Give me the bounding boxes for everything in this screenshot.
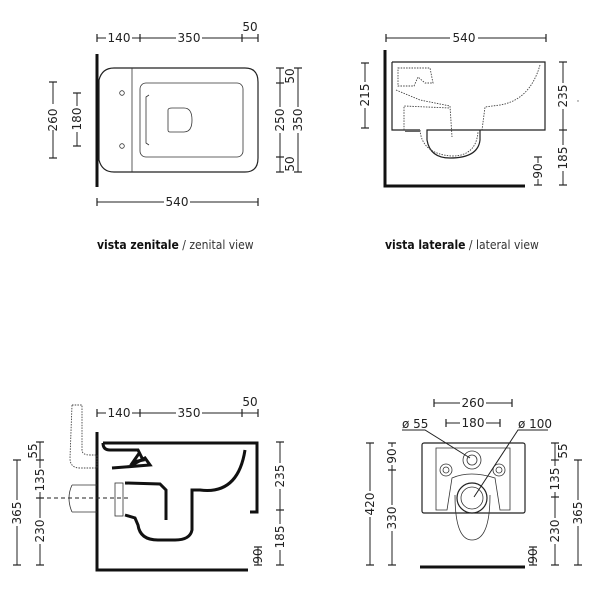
dim-label: 180 [462, 416, 485, 430]
dim-label: 180 [70, 108, 84, 131]
toilet-side-outline [392, 61, 546, 159]
dim-label: 90 [531, 163, 545, 178]
dim-label: 215 [358, 84, 372, 107]
dim-label: 330 [385, 507, 399, 530]
fixing-hole [119, 143, 125, 149]
dim-label: 260 [46, 109, 60, 132]
drain-outline [167, 107, 193, 133]
dim-label: 540 [453, 31, 476, 45]
dim-label: 185 [273, 526, 287, 549]
dim-label: 235 [556, 85, 570, 108]
dim-label: 365 [571, 502, 585, 525]
pipe-diameter-label: ø 100 [518, 417, 552, 431]
dim-label: 250 [273, 109, 287, 132]
lateral-view-caption: vista laterale / lateral view [385, 238, 539, 252]
dim-label: 55 [26, 443, 40, 458]
dim-label: 540 [166, 195, 189, 209]
dim-label: 90 [526, 548, 540, 563]
dim-label: 230 [33, 520, 47, 543]
bowl-outline [139, 82, 244, 158]
dim-label: 260 [462, 396, 485, 410]
dim-label: 420 [363, 493, 377, 516]
dim-label: 140 [108, 406, 131, 420]
dim-label: 235 [273, 465, 287, 488]
dim-label: 55 [556, 443, 570, 458]
dim-label: 50 [283, 156, 297, 171]
lateral-view: 540 215 235 185 90 vista laterale / late… [358, 31, 579, 252]
dim-label: 365 [10, 502, 24, 525]
fixing-hole [119, 90, 125, 96]
water-inlet [462, 450, 482, 470]
rear-view: 260 180 ø 55 ø 100 420 90 330 55 135 230… [363, 396, 585, 569]
section-view: 140 350 50 55 135 230 365 235 185 90 [10, 395, 287, 572]
dim-label: 350 [178, 406, 201, 420]
zenital-view: 140 350 50 260 180 50 250 50 350 540 vis… [46, 20, 305, 252]
dim-label: 50 [283, 68, 297, 83]
dim-label: 50 [242, 395, 257, 409]
fixing-hole [439, 463, 453, 477]
dim-label: 350 [291, 109, 305, 132]
dim-label: 135 [33, 469, 47, 492]
toilet-top-outline [98, 67, 259, 173]
water-supply-pipe [69, 404, 98, 469]
toilet-section-outline [101, 441, 259, 514]
wall-floor-line [95, 432, 248, 572]
wall-floor-line [383, 50, 525, 188]
dim-label: 350 [178, 31, 201, 45]
dim-label: 135 [548, 468, 562, 491]
fixing-hole [492, 463, 506, 477]
dim-label: 50 [242, 20, 257, 34]
pipe-diameter-label: ø 55 [402, 417, 428, 431]
dim-label: 90 [251, 548, 265, 563]
dim-label: 185 [556, 147, 570, 170]
dim-label: 140 [108, 31, 131, 45]
drain-outlet [456, 482, 488, 514]
dim-label: 230 [548, 520, 562, 543]
zenital-view-caption: vista zenitale / zenital view [97, 238, 254, 252]
dim-label: 90 [385, 448, 399, 463]
